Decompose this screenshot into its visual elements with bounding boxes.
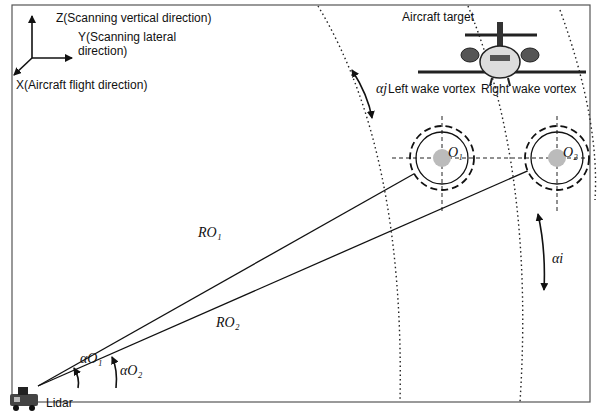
angle-label: αj [376,82,387,96]
target-label: Aircraft target [402,10,474,24]
lidar-device: Lidar [4,384,44,412]
axis-label: Y(Scanning lateral direction) [78,30,196,58]
vortex-label: Left wake vortex [388,82,475,96]
angle-label: αO₂ [120,364,142,378]
center-label: O₁ [448,146,463,160]
angle-label: αi [552,252,563,266]
center-label: O₂ [563,146,578,160]
vortex-label: Right wake vortex [481,82,576,96]
range-label: RO₂ [214,316,242,330]
center-line [392,116,590,212]
range-line [38,174,414,386]
range-label: RO₁ [196,226,224,240]
frame [12,5,590,402]
axis-label: Z(Scanning vertical direction) [56,11,211,25]
angle-arrow [74,70,544,388]
range-line [38,171,528,386]
aircraft-rear-view [418,22,586,86]
device-label: Lidar [46,396,73,410]
wake-vortex: Left wake vortexO₁ [414,130,470,186]
angle-label: αO₁ [80,352,102,366]
vortex-circle [408,124,476,192]
vortex-circle [523,124,591,192]
wake-vortex: Right wake vortexO₂ [529,130,585,186]
lidar-icon [4,384,44,412]
axis-label: X(Aircraft flight direction) [16,78,147,92]
